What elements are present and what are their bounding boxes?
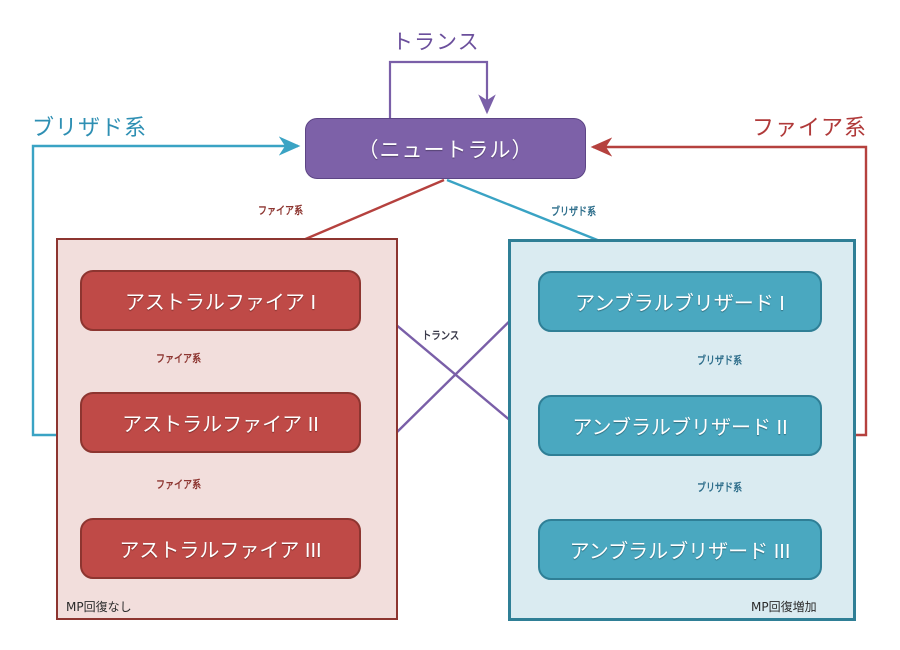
node-astral-fire-3[interactable]: アストラルファイア III [80, 518, 361, 579]
label-ice-chain-1: ブリザド系 [697, 354, 743, 367]
label-fire-chain-1: ファイア系 [156, 352, 202, 365]
label-fire-chain-2: ファイア系 [156, 478, 202, 491]
header-blizzard-route: ブリザド系 [32, 115, 148, 140]
node-astral-fire-2[interactable]: アストラルファイア II [80, 392, 361, 453]
label-ice-chain-2: ブリザド系 [697, 481, 743, 494]
label-trans-cross: トランス [422, 329, 460, 342]
node-umbral-blizzard-2[interactable]: アンブラルブリザード II [538, 395, 822, 456]
node-umbral-blizzard-3[interactable]: アンブラルブリザード III [538, 519, 822, 580]
node-umbral-blizzard-1[interactable]: アンブラルブリザード I [538, 271, 822, 332]
node-astral-fire-1[interactable]: アストラルファイア I [80, 270, 361, 331]
node-neutral[interactable]: （ニュートラル） [305, 118, 586, 179]
label-entry-ice: ブリザド系 [551, 205, 597, 218]
label-trans-selfloop: トランス [392, 31, 480, 54]
footer-mp-no-recovery: MP回復なし [66, 600, 132, 614]
header-fire-route: ファイア系 [752, 115, 868, 140]
label-entry-fire: ファイア系 [258, 204, 304, 217]
footer-mp-increased-recovery: MP回復増加 [751, 600, 817, 614]
arrow-trans-selfloop [388, 60, 496, 118]
